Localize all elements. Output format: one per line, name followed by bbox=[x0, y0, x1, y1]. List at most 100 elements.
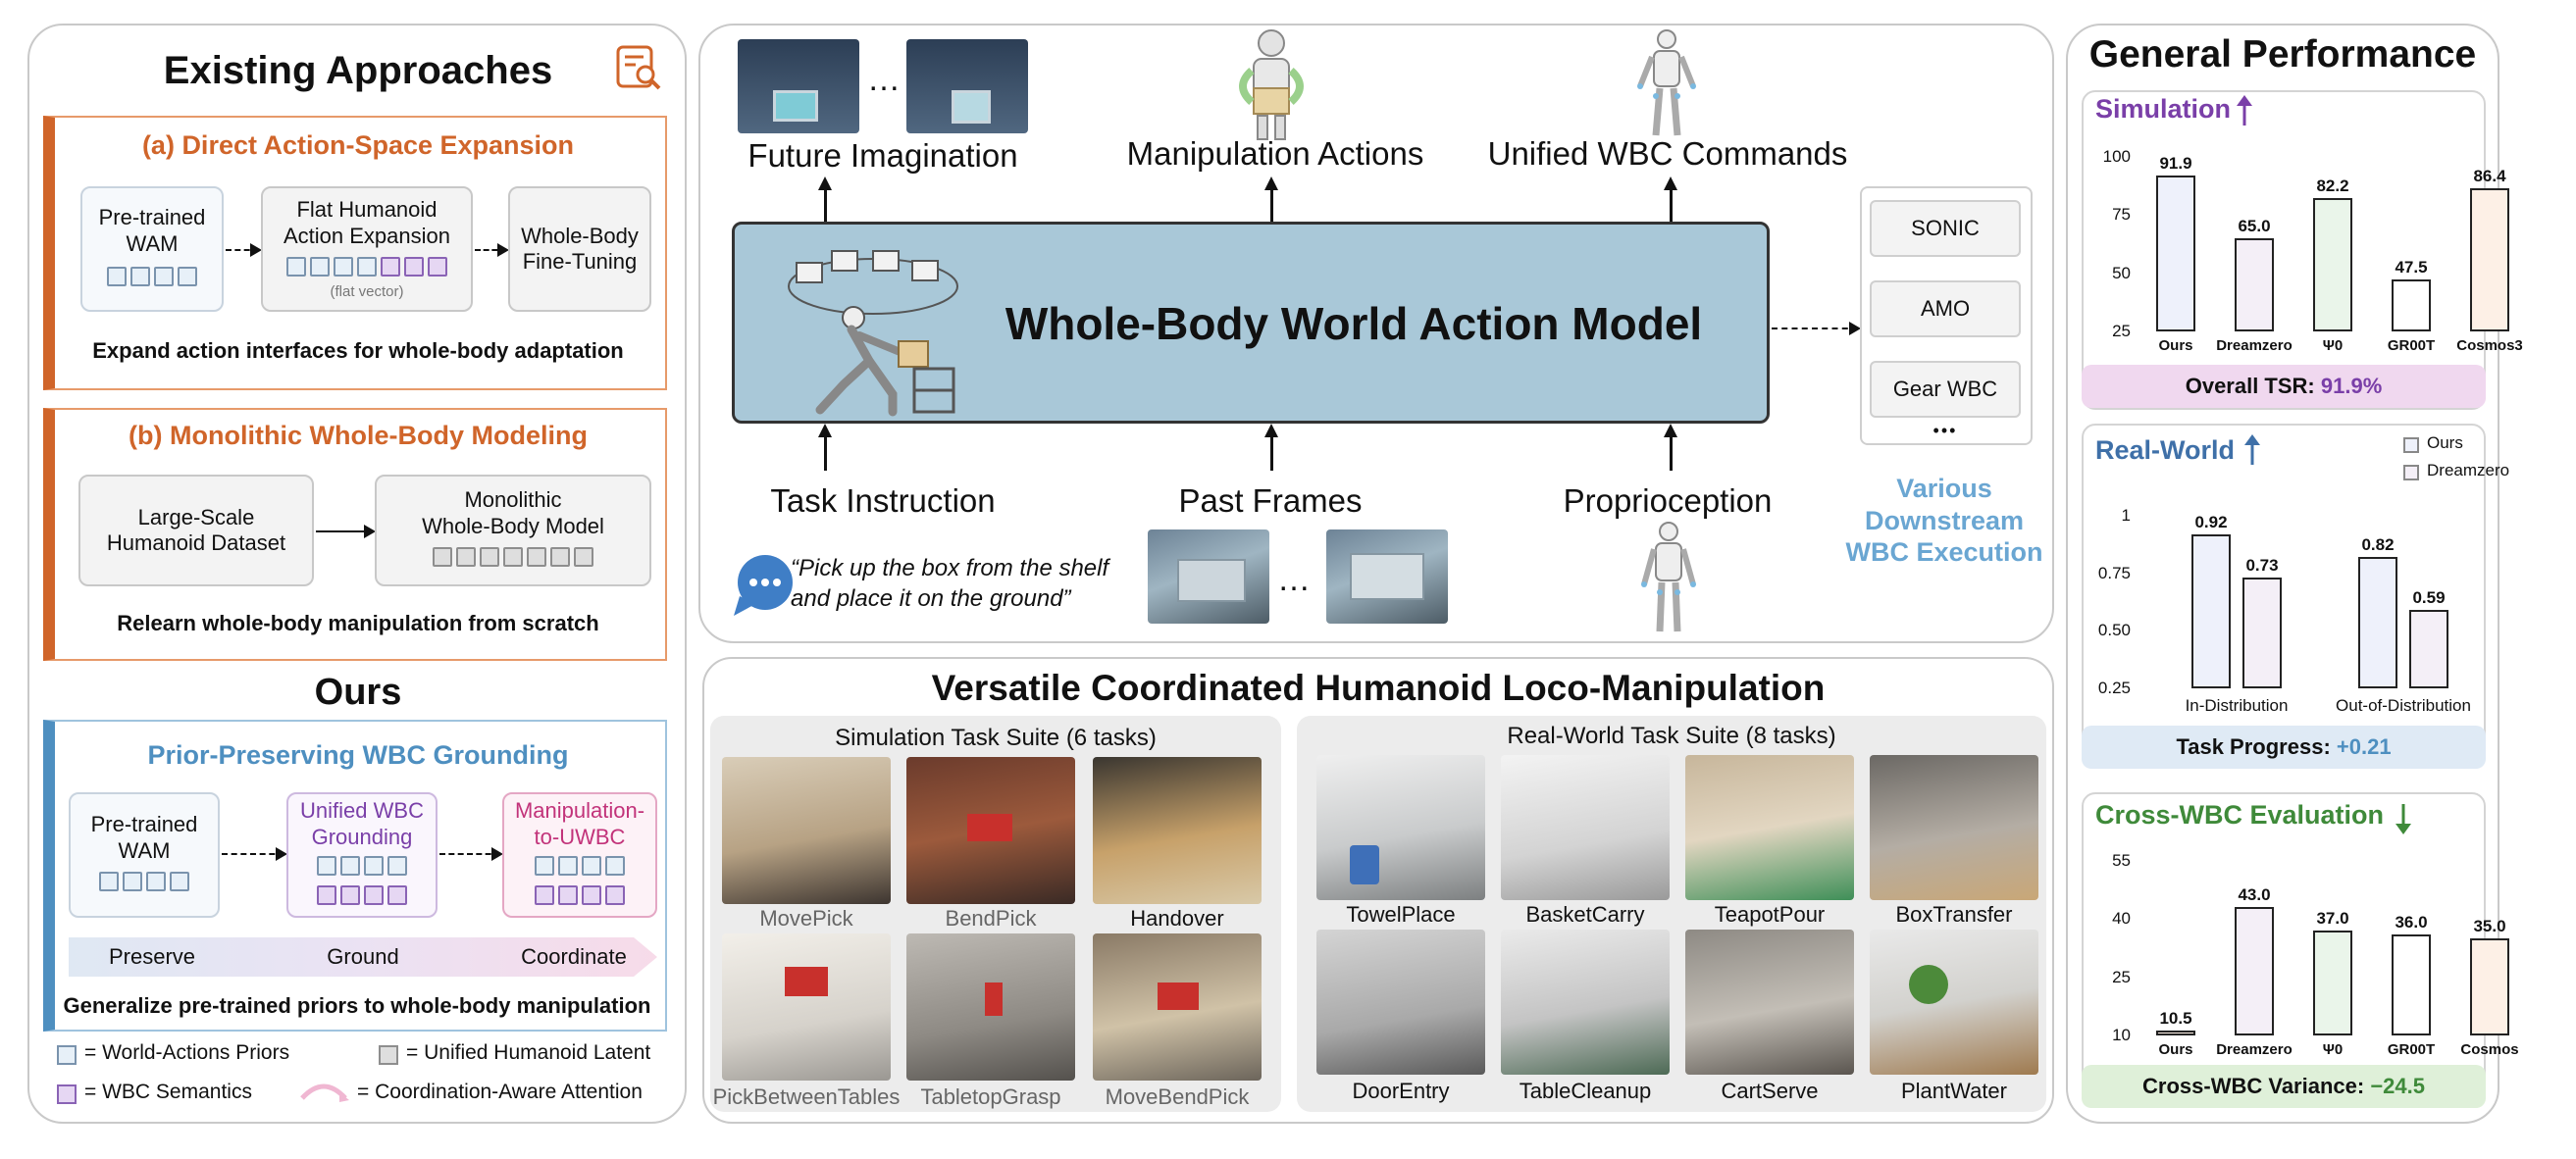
real-thumb-teapotpour bbox=[1685, 755, 1854, 900]
direct-action-expansion-heading: (a) Direct Action-Space Expansion bbox=[141, 129, 575, 160]
sim-thumb-bendpick bbox=[906, 757, 1075, 904]
ours-caption: Generalize pre-trained priors to whole-b… bbox=[63, 993, 651, 1018]
real-thumb-cartserve bbox=[1685, 930, 1854, 1075]
real-task-basketcarry: BasketCarry bbox=[1525, 902, 1645, 927]
crosswbc-ytick: 55 bbox=[2112, 851, 2131, 870]
large-scale-dataset-label: Large-Scale Humanoid Dataset bbox=[106, 504, 286, 555]
chat-bubble-icon bbox=[730, 553, 799, 618]
simulation-ytick: 50 bbox=[2112, 263, 2131, 282]
sim-task-bendpick: BendPick bbox=[945, 906, 1037, 931]
crosswbc-bar bbox=[2392, 934, 2431, 1035]
realworld-value-label: 0.92 bbox=[2194, 512, 2228, 531]
manipulation-to-uwbc-card: Manipulation- to-UWBC bbox=[502, 792, 657, 918]
legend-dreamzero-label: Dreamzero bbox=[2427, 461, 2510, 479]
real-task-doorentry: DoorEntry bbox=[1352, 1079, 1450, 1103]
past-frame-1 bbox=[1148, 529, 1269, 624]
realworld-ytick: 0.75 bbox=[2097, 563, 2131, 582]
flat-vector-label: (flat vector) bbox=[330, 282, 404, 300]
monolithic-model-label: Monolithic Whole-Body Model bbox=[422, 487, 604, 538]
crosswbc-value-label: 35.0 bbox=[2473, 917, 2506, 936]
ours-pretrained-wam-card: Pre-trained WAM bbox=[69, 792, 220, 918]
legend-attention-label: = Coordination-Aware Attention bbox=[357, 1081, 643, 1103]
realworld-bar bbox=[2242, 578, 2282, 688]
wbc-gear: Gear WBC bbox=[1870, 361, 2021, 418]
legend-ours-label: Ours bbox=[2427, 433, 2463, 452]
crosswbc-bar bbox=[2470, 938, 2509, 1035]
simulation-ytick: 25 bbox=[2112, 322, 2131, 340]
simulation-value-label: 47.5 bbox=[2395, 257, 2428, 277]
sim-task-handover: Handover bbox=[1130, 906, 1224, 931]
simulation-footer-label: Overall TSR: bbox=[2185, 374, 2321, 398]
realworld-ytick: 1 bbox=[2121, 506, 2131, 525]
crosswbc-heading: Cross-WBC Evaluation bbox=[2095, 800, 2385, 830]
real-thumb-plantwater bbox=[1870, 930, 2038, 1075]
realworld-value-label: 0.59 bbox=[2412, 588, 2446, 608]
sim-thumb-handover bbox=[1093, 757, 1262, 904]
pretrained-wam-card: Pre-trained WAM bbox=[80, 186, 224, 312]
stage-gradient-bar bbox=[69, 937, 657, 977]
future-ellipsis: … bbox=[867, 61, 901, 98]
arrow-ours2 bbox=[439, 847, 503, 861]
monolithic-modeling-heading: (b) Monolithic Whole-Body Modeling bbox=[129, 420, 588, 450]
real-thumb-basketcarry bbox=[1501, 755, 1670, 900]
whole-body-finetuning-label: Whole-Body Fine-Tuning bbox=[521, 223, 639, 274]
stage-ground: Ground bbox=[327, 944, 399, 969]
crosswbc-category-label: Dreamzero bbox=[2216, 1041, 2293, 1058]
arrow-out-3 bbox=[1664, 176, 1677, 222]
simulation-category-label: Ours bbox=[2158, 337, 2193, 354]
arrow-out-2 bbox=[1264, 176, 1278, 222]
future-frame-1 bbox=[738, 39, 859, 133]
sim-task-tabletopgrasp: TabletopGrasp bbox=[920, 1084, 1061, 1109]
wbc-sonic: SONIC bbox=[1870, 200, 2021, 257]
sim-thumb-tabletopgrasp bbox=[906, 933, 1075, 1081]
unified-wbc-commands-label: Unified WBC Commands bbox=[1487, 135, 1848, 172]
versatile-title: Versatile Coordinated Humanoid Loco-Mani… bbox=[931, 668, 1826, 708]
future-imagination-label: Future Imagination bbox=[747, 137, 1018, 174]
real-task-boxtransfer: BoxTransfer bbox=[1895, 902, 2013, 927]
wbc-list-box bbox=[1860, 186, 2033, 445]
legend-latent-swatch bbox=[379, 1045, 398, 1065]
simulation-footer-value: 91.9% bbox=[2320, 374, 2383, 398]
sim-thumb-movebendpick bbox=[1093, 933, 1262, 1081]
unified-wbc-grounding-card: Unified WBC Grounding bbox=[286, 792, 438, 918]
ours-pretrained-wam-label: Pre-trained WAM bbox=[90, 812, 198, 863]
crosswbc-value-label: 43.0 bbox=[2238, 885, 2271, 905]
crosswbc-value-label: 37.0 bbox=[2316, 909, 2349, 929]
past-frame-2 bbox=[1326, 529, 1448, 624]
manipulation-to-uwbc-label: Manipulation- to-UWBC bbox=[514, 798, 645, 849]
realworld-ytick: 0.50 bbox=[2097, 621, 2131, 640]
real-thumb-towelplace bbox=[1316, 755, 1485, 900]
simulation-category-label: GR00T bbox=[2387, 337, 2436, 354]
coordination-attention-icon bbox=[296, 1075, 351, 1104]
arrow-ours1 bbox=[222, 847, 287, 861]
unified-wbc-grounding-label: Unified WBC Grounding bbox=[300, 798, 424, 849]
realworld-value-label: 0.73 bbox=[2245, 556, 2279, 576]
simulation-value-label: 65.0 bbox=[2238, 217, 2271, 236]
arrow-a1 bbox=[226, 243, 262, 257]
arrow-in-2 bbox=[1264, 424, 1278, 471]
realworld-heading: Real-World bbox=[2095, 435, 2236, 465]
simulation-category-label: Dreamzero bbox=[2216, 337, 2293, 354]
whole-body-finetuning-card: Whole-Body Fine-Tuning bbox=[508, 186, 651, 312]
realworld-footer: Task Progress: +0.21 bbox=[2082, 726, 2486, 769]
simulation-heading: Simulation bbox=[2095, 94, 2232, 124]
simulation-up-arrow-icon bbox=[2235, 94, 2254, 127]
realworld-category-label: Out-of-Distribution bbox=[2336, 696, 2471, 715]
real-task-towelplace: TowelPlace bbox=[1346, 902, 1456, 927]
realworld-bar bbox=[2358, 557, 2397, 688]
crosswbc-footer-label: Cross-WBC Variance: bbox=[2142, 1074, 2371, 1098]
existing-approaches-title: Existing Approaches bbox=[163, 48, 553, 92]
simulation-category-label: Ψ0 bbox=[2322, 337, 2344, 354]
simulation-bar bbox=[2156, 176, 2195, 331]
robot-standing-icon-bottom bbox=[1634, 520, 1703, 637]
stage-coordinate: Coordinate bbox=[521, 944, 627, 969]
crosswbc-footer: Cross-WBC Variance: −24.5 bbox=[2082, 1065, 2486, 1108]
pretrained-wam-label: Pre-trained WAM bbox=[98, 205, 206, 256]
wbc-more: ••• bbox=[1932, 420, 1958, 440]
real-thumb-doorentry bbox=[1316, 930, 1485, 1075]
crosswbc-bar bbox=[2235, 907, 2274, 1035]
realworld-value-label: 0.82 bbox=[2361, 535, 2395, 555]
